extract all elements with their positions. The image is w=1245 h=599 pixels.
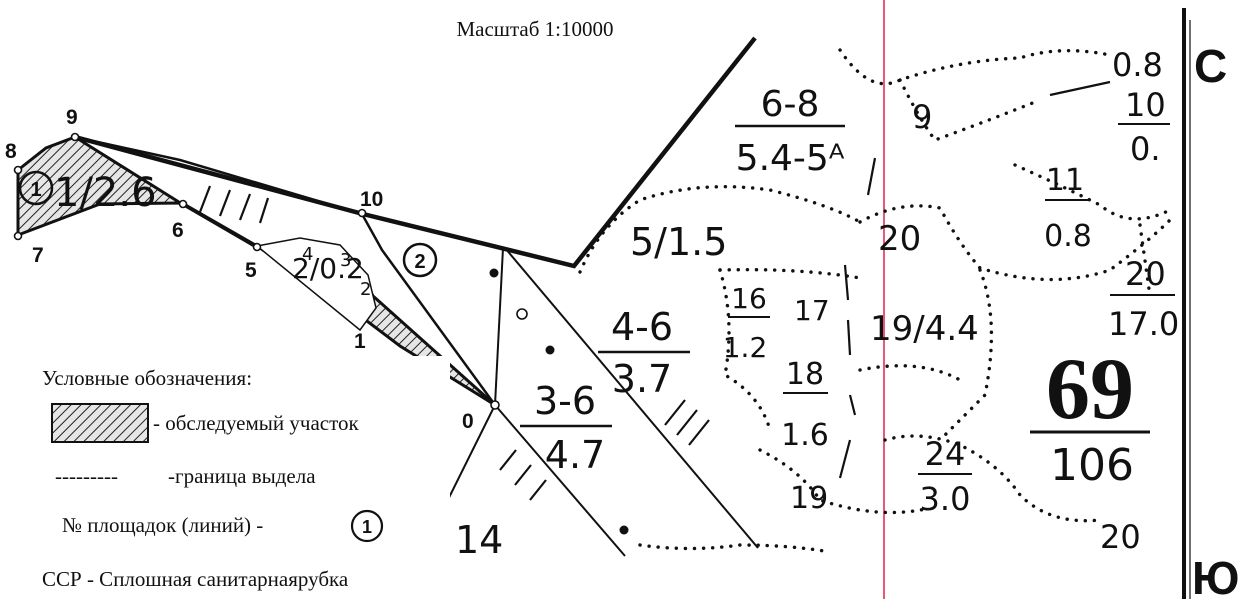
svg-text:6-8: 6-8 bbox=[761, 84, 820, 125]
legend-title: Условные обозначения: bbox=[42, 366, 252, 390]
stand-16: 16 1.2 bbox=[723, 282, 770, 364]
stand-6-8: 6-8 5.4-5ᴬ bbox=[735, 84, 845, 179]
dotted-stand-boundaries bbox=[578, 48, 1172, 554]
compass-south: Ю bbox=[1192, 552, 1239, 599]
small-digit-3: 3 bbox=[340, 250, 351, 271]
legend-plots-symbol: 1 bbox=[362, 517, 372, 537]
stand-10: 10 0. bbox=[1118, 86, 1170, 168]
svg-text:1.6: 1.6 bbox=[781, 418, 829, 453]
svg-text:10: 10 bbox=[1125, 86, 1166, 124]
svg-text:4-6: 4-6 bbox=[611, 305, 673, 349]
svg-text:1.2: 1.2 bbox=[723, 331, 768, 364]
stand-19-4.4: 19/4.4 bbox=[870, 309, 979, 349]
legend: Условные обозначения: - обследуемый учас… bbox=[30, 356, 450, 599]
svg-text:0: 0 bbox=[462, 410, 474, 433]
small-digit-4: 4 bbox=[302, 244, 313, 265]
svg-text:4.7: 4.7 bbox=[545, 433, 605, 477]
svg-text:3.0: 3.0 bbox=[920, 480, 971, 518]
svg-text:20: 20 bbox=[1125, 255, 1166, 293]
svg-text:1: 1 bbox=[30, 179, 41, 201]
svg-text:0.8: 0.8 bbox=[1044, 219, 1092, 254]
section-boundaries bbox=[17, 172, 759, 561]
svg-text:5: 5 bbox=[245, 259, 257, 282]
survey-points bbox=[13, 132, 528, 410]
heavy-boundary bbox=[74, 36, 757, 269]
plot-marker-1: 1 bbox=[18, 170, 54, 206]
stand-18: 18 1.6 bbox=[781, 357, 829, 453]
svg-text:17.0: 17.0 bbox=[1108, 305, 1179, 343]
svg-text:8: 8 bbox=[5, 140, 17, 163]
stand-20-right: 20 17.0 bbox=[1108, 255, 1179, 343]
svg-text:11: 11 bbox=[1046, 163, 1084, 198]
stand-4-6: 4-6 3.7 bbox=[598, 305, 690, 401]
legend-hatch-swatch bbox=[51, 403, 149, 443]
hatched-area-label: 2/0.2 bbox=[292, 252, 364, 285]
map-scale: Масштаб 1:10000 bbox=[456, 17, 613, 41]
point-numbers: 9 8 7 6 10 5 1 0 bbox=[5, 106, 474, 433]
legend-surveyed: - обследуемый участок bbox=[153, 411, 359, 435]
svg-text:3.7: 3.7 bbox=[612, 357, 672, 401]
stand-14: 14 bbox=[455, 518, 503, 562]
quarter-label: 69 106 bbox=[1030, 341, 1150, 491]
svg-text:3-6: 3-6 bbox=[534, 379, 596, 423]
svg-text:0.: 0. bbox=[1130, 130, 1161, 168]
stand-9: 9 bbox=[912, 98, 932, 136]
svg-text:7: 7 bbox=[32, 244, 44, 267]
stand-20-bottom: 20 bbox=[1100, 518, 1141, 556]
stand-11: 11 0.8 bbox=[1044, 163, 1092, 254]
legend-boundary-dashes: --------- bbox=[55, 464, 118, 488]
stand-19: 19 bbox=[790, 481, 828, 516]
svg-text:1: 1 bbox=[354, 330, 366, 353]
svg-text:106: 106 bbox=[1050, 440, 1134, 491]
legend-plots: № площадок (линий) - bbox=[62, 513, 263, 537]
svg-text:5.4-5ᴬ: 5.4-5ᴬ bbox=[736, 138, 845, 179]
stand-0.8-top: 0.8 bbox=[1112, 46, 1163, 84]
survey-plot-label: 1/2.6 bbox=[54, 170, 157, 216]
stand-3-6: 3-6 4.7 bbox=[520, 379, 612, 477]
filled-markers bbox=[489, 268, 629, 535]
svg-text:69: 69 bbox=[1046, 341, 1134, 438]
plot-marker-2: 2 bbox=[402, 242, 438, 278]
legend-boundary: -граница выдела bbox=[168, 464, 316, 488]
compass-north: С bbox=[1194, 40, 1227, 92]
inner-section bbox=[255, 237, 377, 332]
svg-text:24: 24 bbox=[925, 435, 966, 473]
svg-text:2: 2 bbox=[414, 251, 425, 273]
clearing-ticks bbox=[198, 80, 1111, 501]
legend-ssr: ССР - Сплошная санитарнаярубка bbox=[42, 567, 349, 591]
stand-20-center: 20 bbox=[878, 219, 921, 259]
stand-24: 24 3.0 bbox=[918, 435, 972, 518]
small-digit-2: 2 bbox=[360, 279, 371, 300]
svg-text:16: 16 bbox=[731, 282, 767, 315]
stand-17: 17 bbox=[794, 294, 830, 327]
svg-text:18: 18 bbox=[786, 357, 824, 392]
svg-text:6: 6 bbox=[172, 219, 184, 242]
svg-text:9: 9 bbox=[66, 106, 78, 129]
stand-5-1.5: 5/1.5 bbox=[630, 220, 727, 264]
svg-text:10: 10 bbox=[360, 188, 383, 211]
